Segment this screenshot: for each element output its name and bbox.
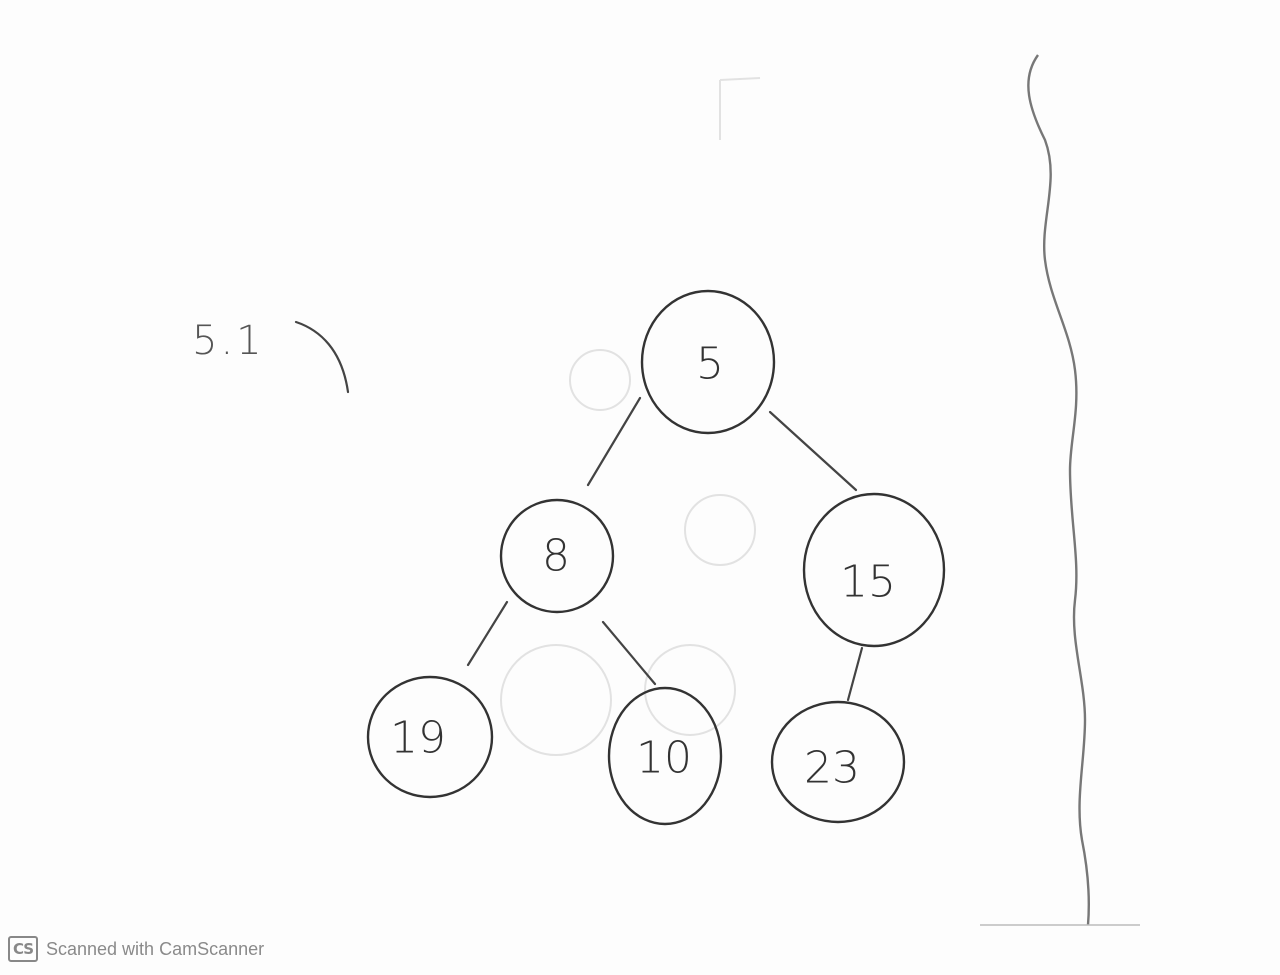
camscanner-logo-icon: CS bbox=[8, 936, 38, 962]
edge-8-10 bbox=[601, 620, 657, 686]
edge-15-23 bbox=[846, 646, 864, 702]
tree-node-19: 19 bbox=[366, 675, 494, 799]
node-circle bbox=[640, 289, 776, 435]
edge-5-15 bbox=[768, 410, 858, 492]
node-label: 5 bbox=[696, 339, 724, 390]
node-circle bbox=[499, 498, 615, 614]
node-label: 10 bbox=[636, 733, 692, 784]
node-circle bbox=[366, 675, 494, 799]
tree-edges bbox=[466, 396, 864, 702]
problem-label: 5.1 bbox=[192, 318, 265, 364]
node-label: 8 bbox=[542, 531, 570, 582]
node-label: 23 bbox=[804, 743, 860, 794]
erased-circle bbox=[500, 644, 612, 756]
tree-node-10: 10 bbox=[607, 686, 723, 826]
erased-marks bbox=[500, 77, 761, 756]
edge-5-8 bbox=[586, 396, 642, 487]
edge-8-19 bbox=[466, 600, 509, 667]
tree-node-5: 5 bbox=[640, 289, 776, 435]
node-circle bbox=[802, 492, 946, 648]
tree-node-8: 8 bbox=[499, 498, 615, 614]
tree-node-23: 23 bbox=[770, 700, 906, 824]
erased-circle bbox=[684, 494, 756, 566]
margin-line bbox=[1027, 54, 1090, 926]
erased-stroke bbox=[719, 77, 761, 140]
erased-circle bbox=[569, 349, 631, 411]
watermark-text: Scanned with CamScanner bbox=[46, 938, 265, 959]
node-circle bbox=[607, 686, 723, 826]
label-parenthesis bbox=[294, 320, 350, 394]
node-circle bbox=[770, 700, 906, 824]
erased-circle bbox=[644, 644, 736, 736]
node-label: 19 bbox=[390, 713, 446, 764]
camscanner-watermark: CS Scanned with CamScanner bbox=[8, 936, 264, 962]
tree-node-15: 15 bbox=[802, 492, 946, 648]
node-label: 15 bbox=[840, 557, 896, 608]
